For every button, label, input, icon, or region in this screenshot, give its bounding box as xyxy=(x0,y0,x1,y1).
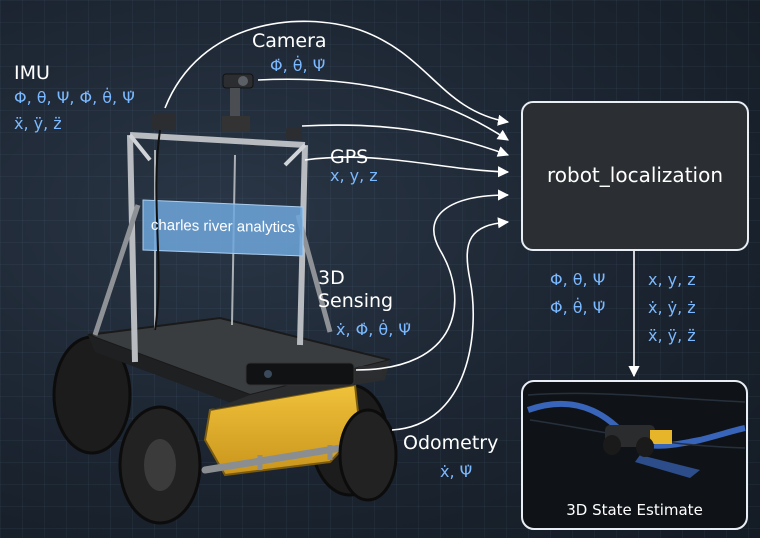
odometry-vars: ẋ, Ψ̇ xyxy=(440,462,473,481)
state-estimate-panel xyxy=(521,380,748,530)
chassis-side-dark xyxy=(88,335,250,410)
arrow-gps xyxy=(304,156,510,178)
state-estimate-label: 3D State Estimate xyxy=(566,501,703,519)
arrow-sensing xyxy=(355,189,510,371)
arrow-gps-top xyxy=(301,124,510,157)
state-estimate-label-wrap: 3D State Estimate xyxy=(522,381,747,529)
imu-vars-line1: Φ, θ, Ψ, Φ̇, θ̇, Ψ̇ xyxy=(14,88,135,107)
sensing-vars: ẋ, Φ̇, θ̇, Ψ̇ xyxy=(336,320,411,339)
output-orientation-line2: Φ̇, θ̇, Ψ̇ xyxy=(550,298,606,317)
robot-localization-label: robot_localization xyxy=(546,163,723,187)
robot-localization-box: robot_localization xyxy=(521,101,749,251)
output-position-line1: x, y, z xyxy=(648,270,696,289)
robot-illustration xyxy=(52,73,398,525)
sensing-label-line2: Sensing xyxy=(318,290,394,312)
imu-label: IMU xyxy=(14,62,50,84)
sensing-label-line1: 3D xyxy=(318,267,345,289)
sign-panel xyxy=(142,199,304,257)
gps-label: GPS xyxy=(330,146,369,168)
arrow-camera xyxy=(257,78,509,141)
output-position-line3: ẍ, ÿ, z̈ xyxy=(648,326,696,345)
arrow-imu xyxy=(164,20,510,126)
wheel-front-right xyxy=(338,408,398,502)
imu-device xyxy=(152,114,176,130)
imu-vars-line2: ẍ, ÿ, z̈ xyxy=(14,114,62,133)
gps-device xyxy=(286,128,302,140)
depth-sensor xyxy=(245,362,355,386)
output-position-line2: ẋ, ẏ, ż xyxy=(648,298,696,317)
arrow-odometry xyxy=(391,217,510,431)
sign-text: charles river analytics xyxy=(150,216,296,237)
camera-label: Camera xyxy=(252,30,327,52)
output-orientation-line1: Φ, θ, Ψ xyxy=(550,270,606,289)
odometry-label: Odometry xyxy=(403,432,499,454)
camera-vars: Φ̇, θ̇, Ψ̇ xyxy=(270,56,326,75)
signal-arrows xyxy=(164,20,640,431)
gps-vars: x, y, z xyxy=(330,166,378,185)
